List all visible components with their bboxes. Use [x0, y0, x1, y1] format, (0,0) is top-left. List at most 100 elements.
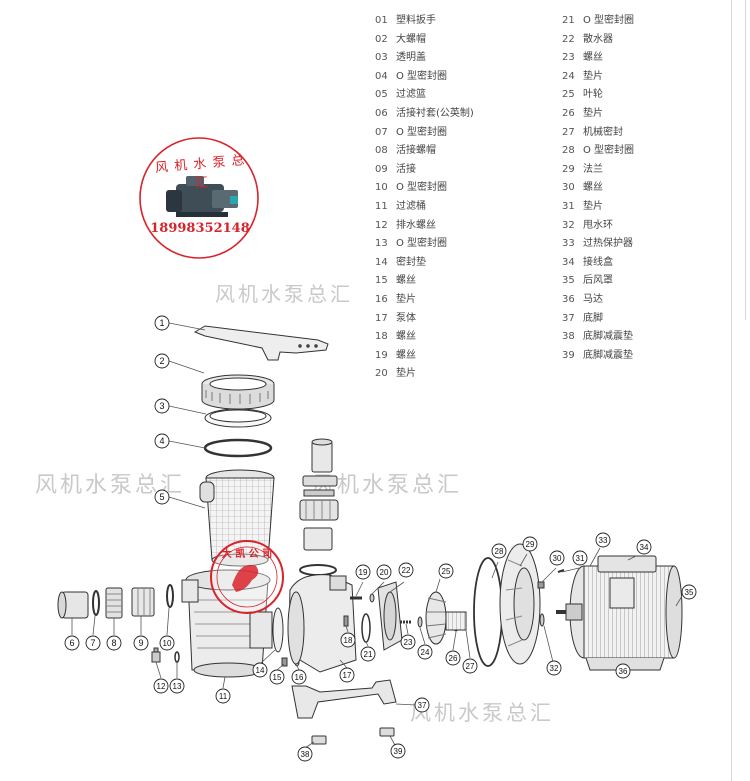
callout-label: 14: [256, 666, 265, 675]
callout-label: 25: [442, 567, 451, 576]
callout-24: 24: [417, 644, 433, 660]
water-slinger: [539, 613, 545, 627]
legend-part-name: 活接螺帽: [396, 145, 436, 157]
legend-number: 36: [562, 293, 575, 305]
legend-number: 39: [562, 349, 575, 361]
company-stamp: [139, 137, 259, 259]
callout-6: 6: [64, 635, 80, 651]
legend-number: 03: [375, 52, 388, 64]
legend-part-name: 底脚减震垫: [583, 331, 633, 343]
callout-circle: [398, 562, 414, 578]
callout-34: 34: [636, 539, 652, 555]
legend-number: 15: [375, 275, 388, 287]
callout-circle: [154, 433, 170, 449]
callout-circle: [376, 564, 392, 580]
callout-circle: [572, 550, 588, 566]
legend-number: 25: [562, 89, 575, 101]
legend-part-name: 机械密封: [583, 126, 623, 138]
legend-number: 13: [375, 238, 388, 250]
callout-circle: [595, 532, 611, 548]
legend-part-name: 法兰: [583, 163, 603, 175]
legend-number: 04: [375, 70, 388, 82]
callout-circle: [64, 635, 80, 651]
callout-circle: [297, 746, 313, 762]
callout-3: 3: [154, 398, 170, 414]
legend-part-name: 后风罩: [583, 275, 613, 287]
callout-16: 16: [291, 669, 307, 685]
callout-circle: [615, 663, 631, 679]
o-ring-4: [203, 438, 273, 458]
callout-circle: [400, 634, 416, 650]
callout-26: 26: [445, 650, 461, 666]
pump-photo-icon: [166, 176, 238, 217]
callout-circle: [291, 669, 307, 685]
callout-label: 24: [421, 648, 430, 657]
legend-number: 38: [562, 331, 575, 343]
callout-label: 31: [576, 554, 585, 563]
callout-circle: [154, 353, 170, 369]
callout-circle: [154, 315, 170, 331]
impeller: [425, 591, 447, 645]
callout-circle: [340, 632, 356, 648]
legend-number: 34: [562, 256, 575, 268]
legend-part-name: 螺丝: [396, 349, 416, 361]
legend-number: 05: [375, 89, 388, 101]
legend-number: 16: [375, 293, 388, 305]
callout-circle: [339, 667, 355, 683]
callout-label: 7: [90, 638, 95, 648]
callout-circle: [546, 660, 562, 676]
right-edge-divider: [731, 0, 732, 781]
legend-part-name: 散水器: [583, 33, 613, 45]
legend-number: 23: [562, 52, 575, 64]
legend-part-name: 马达: [583, 293, 603, 305]
callout-label: 10: [163, 639, 172, 648]
callout-10: 10: [159, 635, 175, 651]
callout-circle: [154, 398, 170, 414]
screw-30: [537, 581, 545, 589]
callout-21: 21: [360, 646, 376, 662]
legend-part-name: 泵体: [396, 312, 416, 324]
seal-text: 大 凯 公 司: [221, 549, 273, 560]
legend-part-name: 垫片: [396, 293, 416, 305]
callout-9: 9: [133, 635, 149, 651]
o-ring-10: [166, 584, 174, 608]
plastic-wrench: [193, 325, 329, 361]
callout-5: 5: [154, 489, 170, 505]
callout-35: 35: [681, 584, 697, 600]
callout-13: 13: [169, 678, 185, 694]
legend-part-name: 螺丝: [396, 275, 416, 287]
callout-label: 39: [394, 747, 403, 756]
callout-label: 1: [159, 318, 164, 328]
callout-label: 32: [550, 664, 559, 673]
legend-number: 31: [562, 200, 575, 212]
callout-29: 29: [522, 536, 538, 552]
callout-32: 32: [546, 660, 562, 676]
callout-circle: [417, 644, 433, 660]
legend-row: 38 底脚减震垫: [562, 328, 634, 347]
watermark-1: 风机水泵总汇: [215, 282, 353, 306]
callout-circle: [360, 646, 376, 662]
right-edge-divider-2: [745, 0, 746, 320]
legend-number: 12: [375, 219, 388, 231]
legend-part-name: 垫片: [396, 368, 416, 380]
legend-row: 15 螺丝: [375, 272, 474, 291]
callout-label: 30: [553, 554, 562, 563]
legend-part-name: 底脚: [583, 312, 603, 324]
legend-number: 28: [562, 145, 575, 157]
damper-pad-39: [379, 727, 395, 737]
